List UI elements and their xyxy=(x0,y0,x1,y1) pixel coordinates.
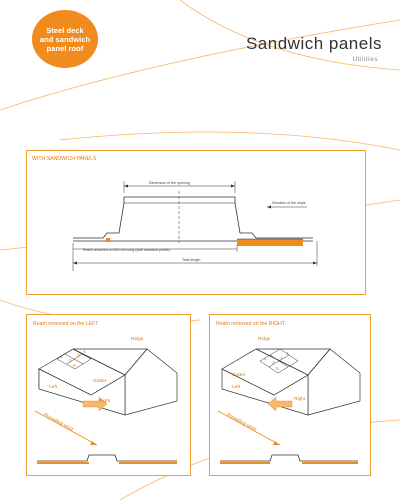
right-label: Right xyxy=(294,397,306,402)
removed-length-label: Ream removed on 300 mm long (with standa… xyxy=(83,248,170,252)
roof-right-drawing xyxy=(217,348,361,464)
panel-number-4: 4 xyxy=(83,350,86,355)
badge-line-1: Steel deck xyxy=(46,25,84,35)
gutter-label: Gutter xyxy=(232,373,246,378)
left-label: Left xyxy=(232,385,241,390)
page-title: Sandwich panels xyxy=(245,34,382,53)
roof-left-drawing xyxy=(34,348,178,464)
right-label: Right xyxy=(99,399,111,404)
direction-arrow-right xyxy=(82,396,108,412)
ridge-label: Ridge xyxy=(258,337,271,342)
left-label: Left xyxy=(49,385,58,390)
panel-number-2: 2 xyxy=(69,359,72,364)
panel-number-4: 4 xyxy=(286,352,289,357)
direction-arrow-left xyxy=(267,396,293,412)
roof-right-heading: Ream removed on the RIGHT xyxy=(216,321,285,327)
left-cut-block xyxy=(106,238,110,242)
badge-line-3: panel roof xyxy=(46,43,84,53)
ridge-label: Ridge xyxy=(131,337,144,342)
panel-number-5: 5 xyxy=(73,364,76,369)
slope-direction-label: Direction of the slope xyxy=(272,201,306,205)
badge-line-2: and sandwich xyxy=(39,34,91,44)
panel-number-1: 1 xyxy=(60,355,63,360)
section-heading: WITH SANDWICH PANELS xyxy=(32,156,97,162)
sandwich-panel-diagram: WITH SANDWICH PANELS Dimension of the op… xyxy=(26,150,366,295)
roof-diagram-left: Ream removed on the LEFT Ridge Gutter Le… xyxy=(26,314,191,476)
panel-number-5: 5 xyxy=(276,367,279,372)
gutter-label: Gutter xyxy=(93,379,107,384)
roof-diagram-right: Ream removed on the RIGHT Ridge Gutter L… xyxy=(209,314,371,476)
page-subtitle: Utilities xyxy=(352,56,378,63)
panel-number-1: 1 xyxy=(264,357,267,362)
panel-number-3: 3 xyxy=(280,357,283,362)
roof-left-heading: Ream removed on the LEFT xyxy=(33,321,99,327)
category-badge: Steel deck and sandwich panel roof xyxy=(32,10,98,68)
panel-number-2: 2 xyxy=(272,361,275,366)
panel-number-3: 3 xyxy=(77,354,80,359)
total-length-label: Total length xyxy=(182,258,201,262)
right-panel-block xyxy=(237,239,303,246)
cross-section-drawing xyxy=(72,181,318,271)
opening-dimension-label: Dimension of the opening xyxy=(149,181,190,185)
